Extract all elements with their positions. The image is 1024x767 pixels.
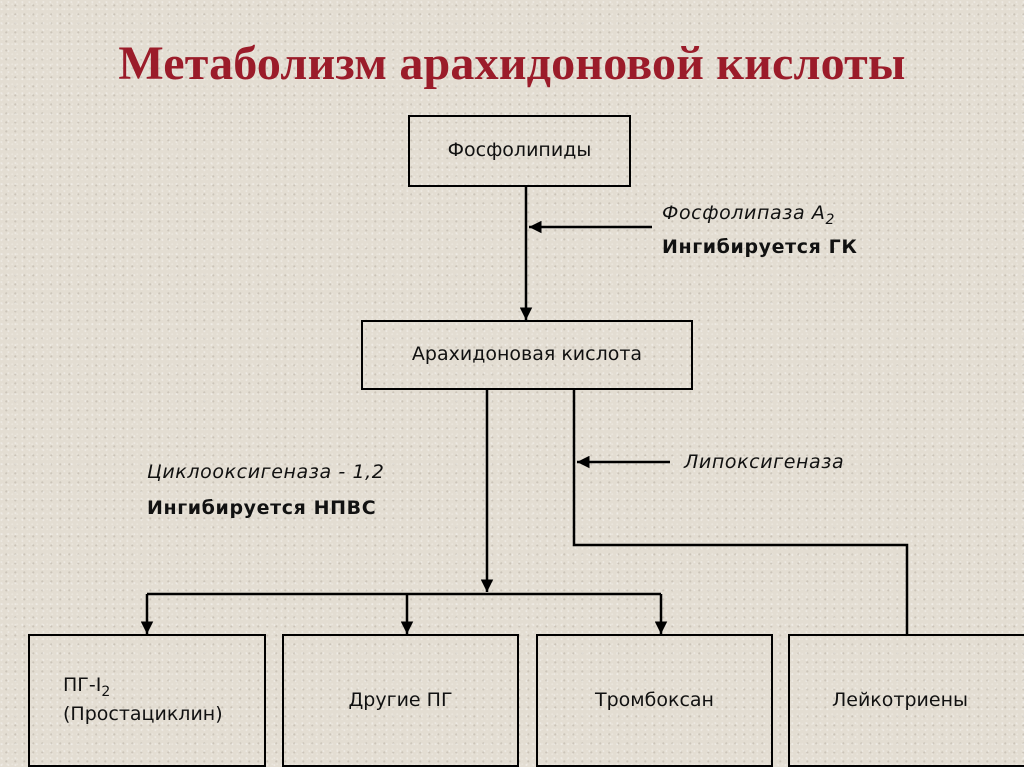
box-arachidonic-acid-label: Арахидоновая кислота xyxy=(411,343,643,366)
box-other-pg: Другие ПГ xyxy=(282,634,519,767)
cyclooxygenase-label: Циклооксигеназа - 1,2 xyxy=(147,461,385,483)
box-leukotrienes-label: Лейкотриены xyxy=(831,688,968,711)
box-pgi2-label: ПГ-I xyxy=(63,674,102,697)
box-pgi2-subscript: 2 xyxy=(101,684,111,701)
phospholipase-inhibitor: Ингибируется ГК xyxy=(662,236,858,258)
box-phospholipids: Фосфолипиды xyxy=(408,115,631,187)
box-arachidonic-acid: Арахидоновая кислота xyxy=(361,320,693,390)
box-pgi2: ПГ-I2 (Простациклин) xyxy=(28,634,266,767)
lipoxygenase-label: Липоксигеназа xyxy=(684,451,845,473)
box-thromboxane: Тромбоксан xyxy=(536,634,773,767)
box-pgi2-alias: (Простациклин) xyxy=(63,703,223,726)
box-phospholipids-label: Фосфолипиды xyxy=(447,139,592,162)
page-title: Метаболизм арахидоновой кислоты xyxy=(118,37,906,90)
box-leukotrienes: Лейкотриены xyxy=(788,634,1024,767)
phospholipase-name: Фосфолипаза А xyxy=(662,202,826,224)
box-thromboxane-label: Тромбоксан xyxy=(595,688,714,711)
cyclooxygenase-inhibitor: Ингибируется НПВС xyxy=(147,497,377,519)
box-other-pg-label: Другие ПГ xyxy=(348,688,453,711)
phospholipase-label: Фосфолипаза А2 xyxy=(662,202,835,228)
phospholipase-subscript: 2 xyxy=(825,211,835,228)
path-to-leukotrienes xyxy=(572,390,909,634)
